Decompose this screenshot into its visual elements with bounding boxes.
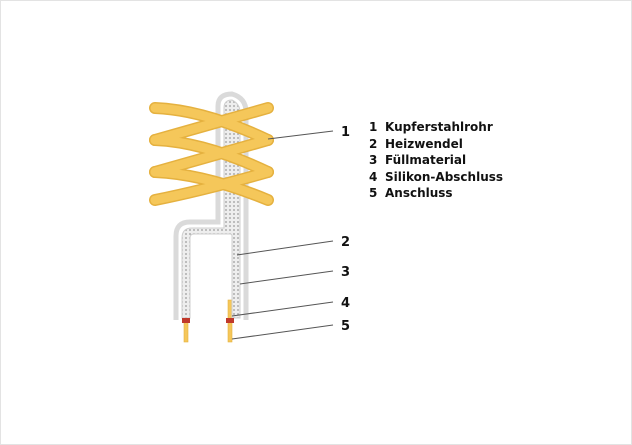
legend: 1 Kupferstahlrohr 2 Heizwendel 3 Füllmat… <box>369 119 503 202</box>
callout-3: 3 <box>341 265 350 280</box>
legend-number: 2 <box>369 136 378 151</box>
legend-item: 4 Silikon-Abschluss <box>369 169 503 186</box>
legend-number: 1 <box>369 120 378 134</box>
legend-item: 1 Kupferstahlrohr <box>369 119 503 136</box>
leader-line-1 <box>267 130 334 140</box>
legend-item: 5 Anschluss <box>369 185 503 202</box>
callout-4: 4 <box>341 296 350 311</box>
legend-label: Füllmaterial <box>385 153 467 167</box>
legend-label: Heizwendel <box>385 136 463 151</box>
terminal-wires <box>183 299 233 343</box>
leader-line-3 <box>239 270 334 285</box>
legend-item: 3 Füllmaterial <box>369 152 503 169</box>
legend-number: 3 <box>369 153 378 167</box>
legend-label: Kupferstahlrohr <box>385 120 493 134</box>
leader-line-5 <box>231 324 334 340</box>
heating-coil <box>149 102 274 206</box>
callout-5: 5 <box>341 319 350 334</box>
legend-item: 2 Heizwendel <box>369 136 503 153</box>
silicone-seals <box>182 318 234 323</box>
leader-line-4 <box>231 301 334 317</box>
legend-label: Anschluss <box>385 186 453 200</box>
callout-1: 1 <box>341 125 350 140</box>
legend-number: 4 <box>369 169 378 184</box>
legend-number: 5 <box>369 186 378 200</box>
leader-line-2 <box>236 240 334 256</box>
callout-2: 2 <box>341 235 350 250</box>
legend-label: Silikon-Abschluss <box>385 169 504 184</box>
